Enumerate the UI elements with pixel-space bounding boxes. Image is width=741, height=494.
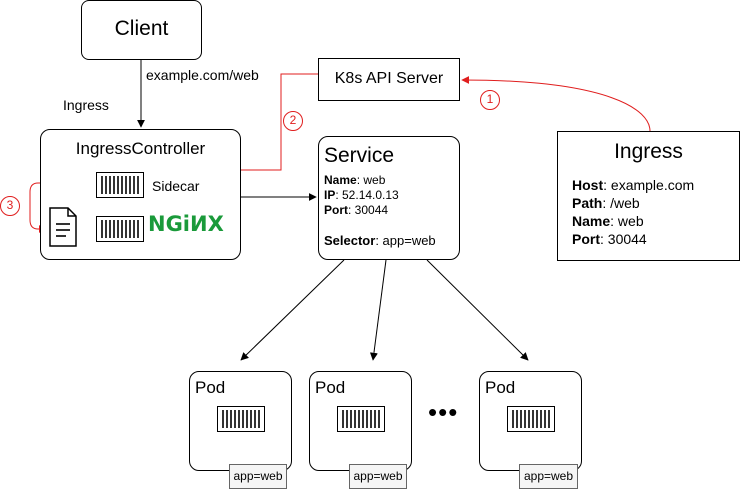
ingress-field-name: Name: web bbox=[572, 213, 644, 229]
step-marker-2: 2 bbox=[283, 111, 303, 131]
ingress-field-path: Path: /web bbox=[572, 195, 640, 211]
arrow-ingress-to-api bbox=[461, 76, 651, 132]
pod-label: Pod bbox=[195, 378, 226, 397]
arrow-sidecar-to-config bbox=[29, 182, 92, 233]
arrow-service-to-pod-1 bbox=[240, 259, 345, 361]
step-marker-3: 3 bbox=[0, 196, 20, 216]
sidecar-label: Sidecar bbox=[152, 178, 200, 194]
nginx-container-icon bbox=[96, 216, 144, 242]
pod-container-icon bbox=[217, 406, 265, 432]
ingress-edge-label: Ingress bbox=[63, 97, 109, 113]
service-node: Service Name: web IP: 52.14.0.13 Port: 3… bbox=[318, 136, 460, 260]
ingress-field-port: Port: 30044 bbox=[572, 231, 647, 247]
k8s-api-server-node: K8s API Server bbox=[318, 58, 460, 101]
ingress-controller-title: IngressController bbox=[75, 139, 206, 158]
more-pods-ellipsis: ••• bbox=[428, 397, 459, 427]
pod-container-icon bbox=[507, 406, 555, 432]
pod-container-icon bbox=[337, 406, 385, 432]
service-selector: Selector: app=web bbox=[324, 233, 436, 248]
sidecar-container-icon bbox=[96, 172, 144, 198]
pod-label: Pod bbox=[315, 378, 346, 397]
pod-label-tag: app=web bbox=[229, 464, 287, 489]
arrow-service-to-pod-2 bbox=[369, 259, 387, 361]
request-host-label: example.com/web bbox=[146, 67, 259, 83]
ingress-resource-node: Ingress Host: example.com Path: /web Nam… bbox=[557, 131, 740, 261]
step-marker-1: 1 bbox=[480, 90, 500, 110]
config-document-icon bbox=[49, 207, 77, 247]
client-label: Client bbox=[114, 17, 169, 40]
service-field-port: Port: 30044 bbox=[324, 203, 389, 217]
arrow-service-to-pod-3 bbox=[426, 259, 529, 361]
service-title: Service bbox=[324, 144, 395, 167]
service-field-name: Name: web bbox=[324, 173, 386, 187]
nginx-logo: NGiИX bbox=[148, 212, 224, 236]
ingress-title: Ingress bbox=[614, 140, 683, 163]
pod-label: Pod bbox=[485, 378, 516, 397]
client-node: Client bbox=[81, 0, 202, 60]
k8s-api-server-label: K8s API Server bbox=[334, 70, 444, 87]
service-field-ip: IP: 52.14.0.13 bbox=[324, 188, 399, 202]
pod-label-tag: app=web bbox=[519, 464, 578, 489]
pod-label-tag: app=web bbox=[349, 464, 407, 489]
ingress-field-host: Host: example.com bbox=[572, 177, 695, 193]
